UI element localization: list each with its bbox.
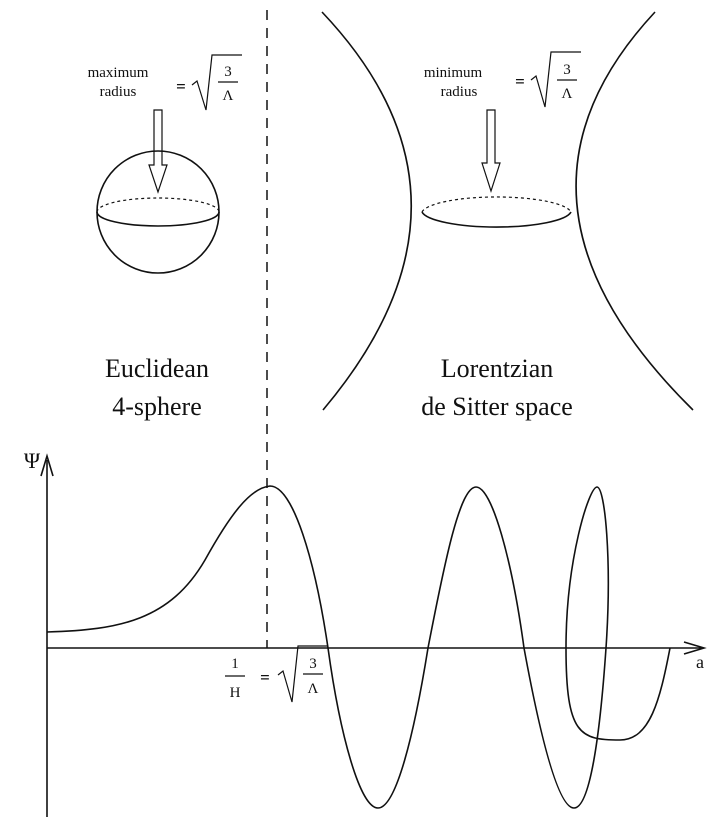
wavefunction-curve — [46, 485, 671, 809]
max-radius-numerator: 3 — [224, 64, 232, 80]
marker-denominator: H — [230, 685, 241, 701]
marker-root-denominator: Λ — [308, 681, 319, 697]
marker-numerator: 1 — [231, 656, 239, 672]
sphere-equator-back — [96, 197, 220, 213]
y-axis-label: Ψ — [24, 448, 41, 473]
max-radius-denominator: Λ — [223, 88, 234, 104]
min-radius-label-line2: radius — [441, 84, 478, 100]
min-radius-arrow-icon — [481, 109, 501, 193]
marker-sqrt-sign — [277, 645, 328, 703]
euclidean-panel: maximum radius = 3 Λ Euclidean 4-sphere — [88, 54, 242, 421]
hyperboloid-right-curve — [575, 11, 694, 411]
min-radius-label-line1: minimum — [424, 65, 483, 81]
min-radius-numerator: 3 — [563, 62, 571, 78]
y-axis-arrow-icon — [40, 453, 54, 477]
sphere-outline — [96, 150, 220, 274]
x-axis-label: a — [696, 652, 704, 672]
marker-root-numerator: 3 — [309, 656, 317, 672]
max-radius-arrow-icon — [148, 109, 168, 194]
max-radius-label-line2: radius — [100, 84, 137, 100]
euclidean-caption-line1: Euclidean — [105, 354, 209, 383]
lorentzian-caption-line2: de Sitter space — [421, 392, 573, 421]
lorentzian-panel: minimum radius = 3 Λ Lorentzian de Sitte… — [321, 11, 694, 421]
max-radius-label-line1: maximum — [88, 65, 149, 81]
euclidean-caption-line2: 4-sphere — [112, 392, 202, 421]
throat-ellipse-front — [421, 211, 572, 228]
wavefunction-plot: Ψ a 1 H = 3 Λ — [24, 448, 707, 817]
min-radius-equals: = — [515, 72, 525, 91]
sphere-equator-front — [96, 211, 220, 227]
hyperboloid-left-curve — [321, 11, 412, 411]
throat-ellipse-back — [421, 196, 572, 213]
min-radius-sqrt-sign — [530, 51, 581, 108]
min-radius-denominator: Λ — [562, 86, 573, 102]
marker-equals: = — [260, 668, 270, 687]
lorentzian-caption-line1: Lorentzian — [441, 354, 554, 383]
max-radius-sqrt-sign — [191, 54, 242, 111]
x-axis-arrow-icon — [683, 641, 707, 655]
max-radius-equals: = — [176, 77, 186, 96]
